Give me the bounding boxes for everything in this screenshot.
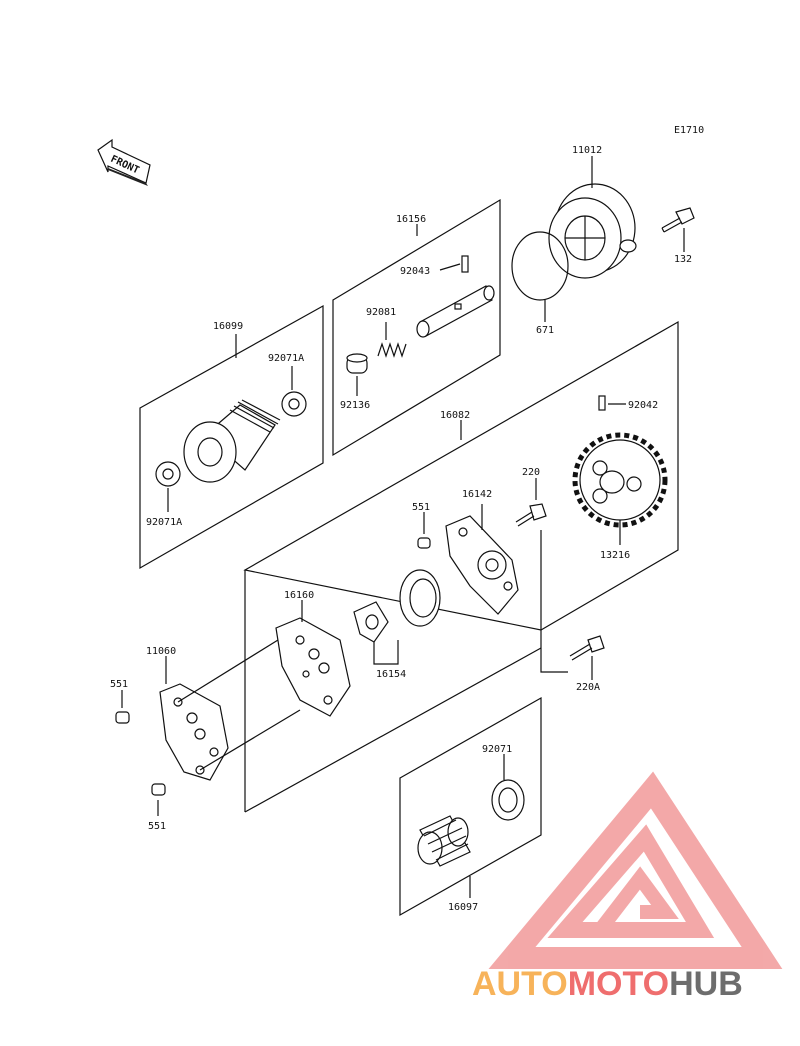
label-92042: 92042 bbox=[628, 400, 658, 411]
spring-92081 bbox=[377, 342, 407, 358]
label-11012: 11012 bbox=[572, 145, 602, 156]
front-arrow-icon: FRONT bbox=[97, 138, 151, 186]
relief-valve-piston bbox=[416, 285, 495, 338]
bolt-220 bbox=[515, 503, 547, 527]
label-92071a-top: 92071A bbox=[268, 353, 304, 364]
gasket-16160 bbox=[275, 617, 351, 717]
outer-rotor bbox=[399, 569, 441, 627]
pin-92043 bbox=[461, 255, 469, 273]
oil-seal-92071 bbox=[491, 779, 525, 821]
label-11060: 11060 bbox=[146, 646, 176, 657]
watermark-moto: MOTO bbox=[568, 965, 669, 1003]
watermark-hub: HUB bbox=[669, 965, 743, 1003]
gear-13216 bbox=[572, 432, 668, 528]
label-551-left: 551 bbox=[110, 679, 128, 690]
pin-92042 bbox=[598, 395, 606, 411]
label-16156: 16156 bbox=[396, 214, 426, 225]
label-551-top: 551 bbox=[412, 502, 430, 513]
label-16097: 16097 bbox=[448, 902, 478, 913]
box-16156 bbox=[332, 198, 501, 457]
label-16142: 16142 bbox=[462, 489, 492, 500]
label-16160: 16160 bbox=[284, 590, 314, 601]
dowel-551-bottom bbox=[151, 783, 166, 796]
label-551-bottom: 551 bbox=[148, 821, 166, 832]
grommet-92071a-bottom bbox=[155, 461, 181, 487]
inner-rotor bbox=[353, 601, 389, 643]
pump-body-16142 bbox=[445, 515, 519, 615]
dowel-551-left bbox=[115, 711, 130, 724]
strainer-16097 bbox=[417, 815, 471, 867]
label-92136: 92136 bbox=[340, 400, 370, 411]
box-16097 bbox=[399, 696, 542, 917]
label-92071: 92071 bbox=[482, 744, 512, 755]
cap-92136 bbox=[346, 353, 368, 374]
o-ring-671 bbox=[511, 231, 569, 301]
bolt-220a bbox=[569, 635, 605, 661]
label-16082: 16082 bbox=[440, 410, 470, 421]
label-220: 220 bbox=[522, 467, 540, 478]
pump-cover-11012 bbox=[548, 183, 637, 279]
oil-filter-16099 bbox=[183, 399, 281, 483]
box-16099 bbox=[139, 304, 324, 570]
box-16082 bbox=[243, 320, 679, 813]
label-671: 671 bbox=[536, 325, 554, 336]
label-220a: 220A bbox=[576, 682, 600, 693]
label-16154: 16154 bbox=[376, 669, 406, 680]
label-92081: 92081 bbox=[366, 307, 396, 318]
label-132: 132 bbox=[674, 254, 692, 265]
label-92043: 92043 bbox=[400, 266, 430, 277]
bolt-132 bbox=[661, 207, 695, 233]
diagram-code: E1710 bbox=[674, 125, 704, 136]
label-92071a-bottom: 92071A bbox=[146, 517, 182, 528]
watermark-auto: AUTO bbox=[472, 965, 568, 1003]
label-16099: 16099 bbox=[213, 321, 243, 332]
cover-plate-11060 bbox=[159, 683, 229, 781]
dowel-551-top bbox=[417, 537, 431, 549]
grommet-92071a-top bbox=[281, 391, 307, 417]
watermark-text: AUTOMOTOHUB bbox=[472, 965, 743, 1003]
watermark-logo bbox=[488, 771, 783, 969]
label-13216: 13216 bbox=[600, 550, 630, 561]
